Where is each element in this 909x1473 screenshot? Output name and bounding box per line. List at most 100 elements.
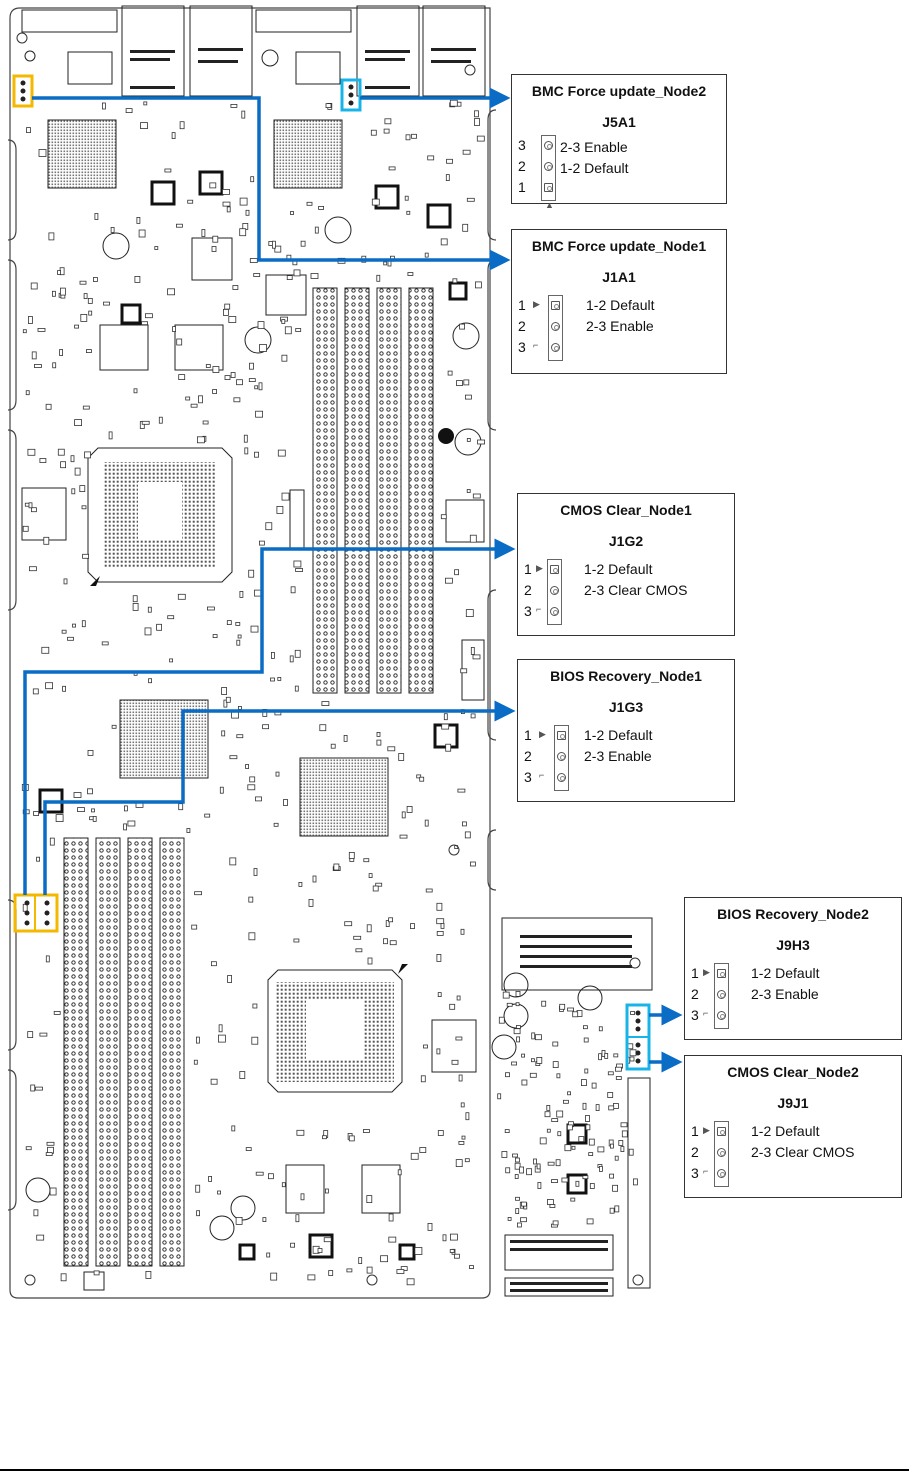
passive-pad [307, 1274, 316, 1281]
arrow-j1a1-to-callout [32, 96, 511, 271]
passive-pad [225, 696, 231, 703]
jumper-option: 1-2 Default [586, 297, 655, 313]
jumper-option: 1-2 Default [560, 160, 629, 176]
passive-pad [34, 364, 42, 368]
passive-pad [210, 961, 217, 967]
passive-pad [521, 1079, 528, 1086]
passive-pad [158, 416, 163, 424]
passive-pad [257, 321, 265, 330]
passive-pad [194, 891, 203, 896]
passive-pad [620, 1122, 628, 1128]
passive-pad [249, 258, 258, 263]
passive-pad [363, 858, 370, 863]
pin-icon [551, 343, 560, 352]
passive-pad [230, 104, 238, 108]
passive-pad [547, 1199, 554, 1205]
passive-pad [571, 1145, 576, 1150]
passive-pad [41, 646, 50, 654]
passive-pad [232, 285, 239, 290]
passive-pad [464, 394, 472, 400]
passive-pad [397, 1169, 402, 1176]
passive-pad [239, 591, 244, 598]
passive-pad [507, 1217, 512, 1221]
passive-pad [588, 1138, 595, 1146]
passive-pad [552, 1220, 559, 1226]
pin1-triangle-icon: ▶ [539, 729, 546, 739]
jumper-option: 2-3 Enable [560, 139, 628, 155]
passive-pad [22, 329, 27, 334]
passive-pad [32, 688, 39, 695]
passive-pad [243, 434, 248, 443]
passive-pad [597, 1146, 605, 1153]
passive-pad [60, 287, 66, 296]
passive-pad [74, 324, 79, 329]
callout-title: BMC Force update_Node1 [531, 238, 707, 254]
passive-pad [270, 1272, 278, 1281]
passive-pad [185, 396, 191, 401]
passive-pad [551, 1179, 558, 1183]
passive-pad [420, 1075, 426, 1083]
passive-pad [546, 1105, 551, 1111]
passive-pad [245, 764, 250, 769]
passive-pad [441, 723, 450, 730]
passive-pad [201, 229, 206, 237]
callout-title: CMOS Clear_Node1 [560, 502, 692, 518]
passive-pad [270, 652, 275, 659]
passive-pad [140, 122, 148, 129]
passive-pad [124, 805, 128, 812]
passive-pad [514, 1174, 519, 1179]
jumper-pin-diagram: 1 2 3 ▶ ⌐ [691, 1118, 751, 1188]
passive-pad [318, 205, 325, 210]
capacitors [25, 216, 603, 1241]
passive-pad [455, 1159, 463, 1167]
passive-pad [383, 938, 388, 945]
passive-pad [281, 354, 288, 362]
passive-pad [210, 1078, 218, 1085]
jumper-highlight-j5a1 [340, 78, 362, 112]
passive-pad [196, 1210, 201, 1217]
passive-pad [546, 1128, 551, 1133]
pin1-square-icon [550, 565, 559, 574]
passive-pad [35, 1086, 43, 1091]
passive-pad [459, 323, 466, 330]
passive-pad [212, 235, 219, 243]
passive-pad [506, 1002, 513, 1007]
passive-pad [133, 388, 138, 394]
passive-pad [236, 379, 243, 386]
passive-pad [143, 101, 148, 106]
passive-pad [67, 636, 74, 641]
passive-pad [588, 1152, 594, 1156]
passive-pad [447, 370, 453, 376]
pin-icon [550, 586, 559, 595]
passive-pad [424, 819, 429, 827]
passive-pad [224, 303, 231, 310]
passive-pad [424, 252, 429, 258]
passive-pad [615, 1076, 622, 1080]
passive-pad [582, 1175, 589, 1180]
jumper-pin-diagram: 3 2 1 ▲ [518, 135, 578, 210]
passive-pad [249, 362, 254, 370]
passive-pad [419, 1147, 427, 1153]
passive-pad [187, 199, 194, 204]
passive-pad [191, 924, 198, 930]
passive-pad [348, 1135, 355, 1142]
pin-number: 3 [518, 339, 526, 355]
passive-pad [195, 1036, 200, 1044]
passive-pad [270, 677, 275, 682]
passive-pad [248, 932, 256, 941]
pin3-marker-icon: ⌐ [539, 770, 545, 780]
passive-pad [217, 1034, 226, 1043]
passive-pad [253, 273, 261, 277]
cpu-socket-node2 [267, 964, 408, 1093]
passive-pad [436, 1048, 441, 1055]
jumper-ref: J9J1 [777, 1095, 809, 1111]
passive-pad [229, 755, 238, 760]
passive-pad [80, 313, 88, 322]
passive-pad [512, 1153, 518, 1158]
passive-pad [501, 1151, 508, 1158]
passive-pad [474, 281, 482, 289]
passive-pad [74, 467, 81, 476]
passive-pad [355, 948, 363, 953]
passive-pad [186, 828, 191, 833]
passive-pad [284, 326, 292, 335]
